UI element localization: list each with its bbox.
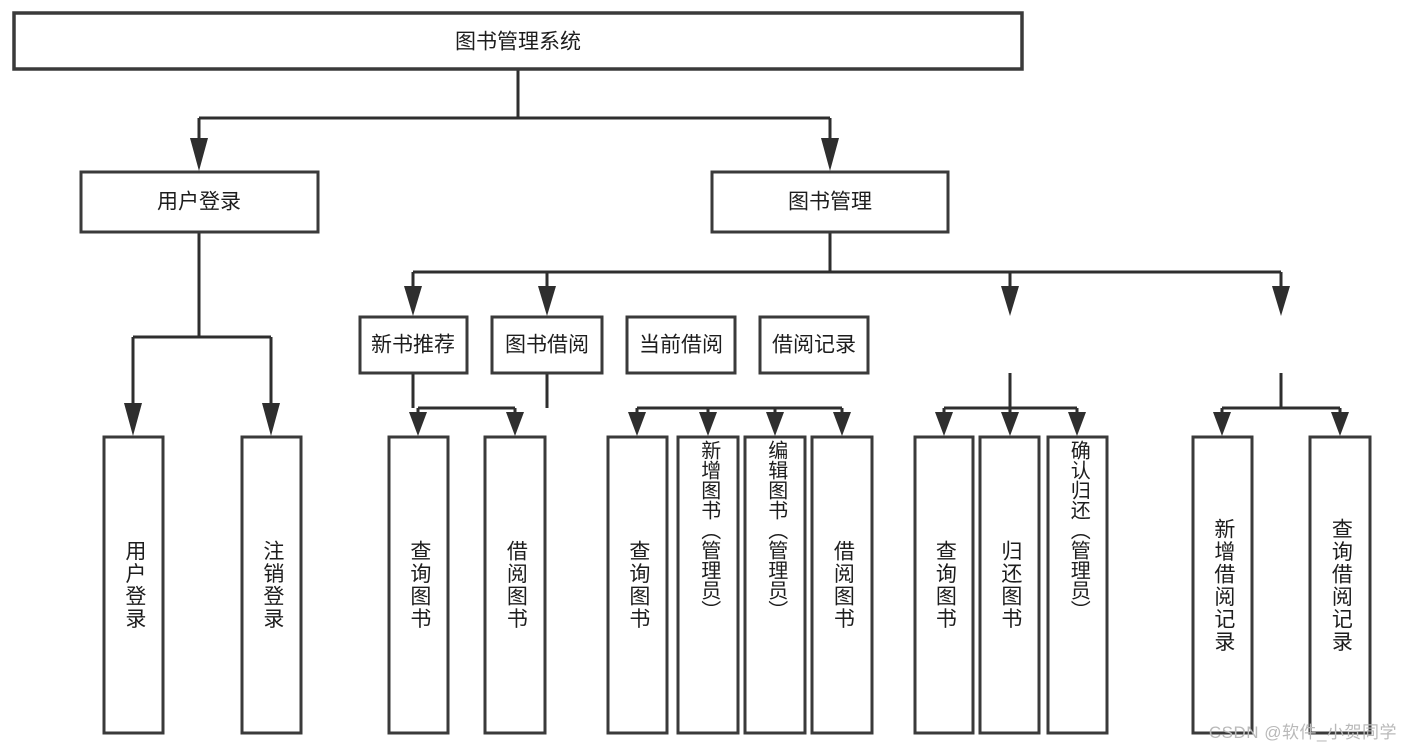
- node-leaf-add-record-box[interactable]: [1191, 435, 1254, 735]
- arrow-head-current-borrow: [1001, 286, 1019, 316]
- csdn-watermark: CSDN @软件_小贺同学: [1208, 723, 1397, 742]
- arrow-head-leaf-query-record: [1331, 412, 1349, 436]
- node-book-borrow[interactable]: 图书借阅: [490, 315, 604, 375]
- arrow-head-leaf-return-book: [1001, 412, 1019, 436]
- node-book-management[interactable]: 图书管理: [710, 170, 950, 234]
- node-leaf-borrow-book-1-box[interactable]: [483, 435, 547, 735]
- connector-layer: [124, 69, 1349, 436]
- arrow-head-leaf-user-login: [124, 403, 142, 436]
- node-new-book-recommend-label: 新书推荐: [371, 334, 455, 357]
- arrow-head-new-book-recommend: [404, 286, 422, 316]
- node-leaf-logout-box[interactable]: [240, 435, 303, 735]
- node-leaf-query-book-2-box[interactable]: [606, 435, 669, 735]
- arrow-head-leaf-borrow-book-1: [506, 412, 524, 436]
- node-leaf-return-book-box[interactable]: [978, 435, 1041, 735]
- node-new-book-recommend-box[interactable]: [358, 315, 469, 375]
- node-root[interactable]: 图书管理系统: [12, 11, 1024, 71]
- node-current-borrow-box[interactable]: [625, 315, 737, 375]
- node-user-login[interactable]: 用户登录: [79, 170, 320, 234]
- arrow-head-borrow-record: [1272, 286, 1290, 316]
- node-leaf-borrow-book-2-box[interactable]: [810, 435, 874, 735]
- node-new-book-recommend[interactable]: 新书推荐: [358, 315, 469, 375]
- node-user-login-box[interactable]: [79, 170, 320, 234]
- arrow-head-leaf-logout: [262, 403, 280, 436]
- node-book-borrow-label: 图书借阅: [505, 334, 589, 357]
- node-book-management-box[interactable]: [710, 170, 950, 234]
- node-leaf-add-book-box[interactable]: [676, 435, 740, 735]
- node-leaf-query-book-1-box[interactable]: [387, 435, 450, 735]
- node-leaf-user-login-box[interactable]: [102, 435, 165, 735]
- node-leaf-query-book-3-box[interactable]: [913, 435, 975, 735]
- node-borrow-record-label: 借阅记录: [772, 334, 856, 357]
- arrow-head-leaf-borrow-book-2: [833, 412, 851, 436]
- node-borrow-record[interactable]: 借阅记录: [758, 315, 870, 375]
- node-book-management-label: 图书管理: [788, 191, 872, 214]
- node-user-login-label: 用户登录: [157, 191, 241, 214]
- arrow-head-leaf-add-record: [1213, 412, 1231, 436]
- leaf-box-layer: [102, 435, 1372, 735]
- node-leaf-confirm-return-box[interactable]: [1046, 435, 1109, 735]
- arrow-head-leaf-edit-book: [766, 412, 784, 436]
- arrow-head-leaf-query-book-3: [935, 412, 953, 436]
- node-root-label: 图书管理系统: [455, 31, 581, 54]
- node-root-box[interactable]: [12, 11, 1024, 71]
- arrow-head-book-management: [821, 138, 839, 171]
- node-current-borrow-label: 当前借阅: [639, 334, 723, 357]
- arrow-head-leaf-query-book-2: [628, 412, 646, 436]
- arrow-head-leaf-add-book: [699, 412, 717, 436]
- arrow-head-leaf-query-book-1: [409, 412, 427, 436]
- node-leaf-edit-book-box[interactable]: [743, 435, 807, 735]
- arrow-head-leaf-confirm-return: [1068, 412, 1086, 436]
- arrow-head-user-login: [190, 138, 208, 171]
- node-borrow-record-box[interactable]: [758, 315, 870, 375]
- node-current-borrow[interactable]: 当前借阅: [625, 315, 737, 375]
- arrow-head-book-borrow: [538, 286, 556, 316]
- node-leaf-query-record-box[interactable]: [1308, 435, 1372, 735]
- node-book-borrow-box[interactable]: [490, 315, 604, 375]
